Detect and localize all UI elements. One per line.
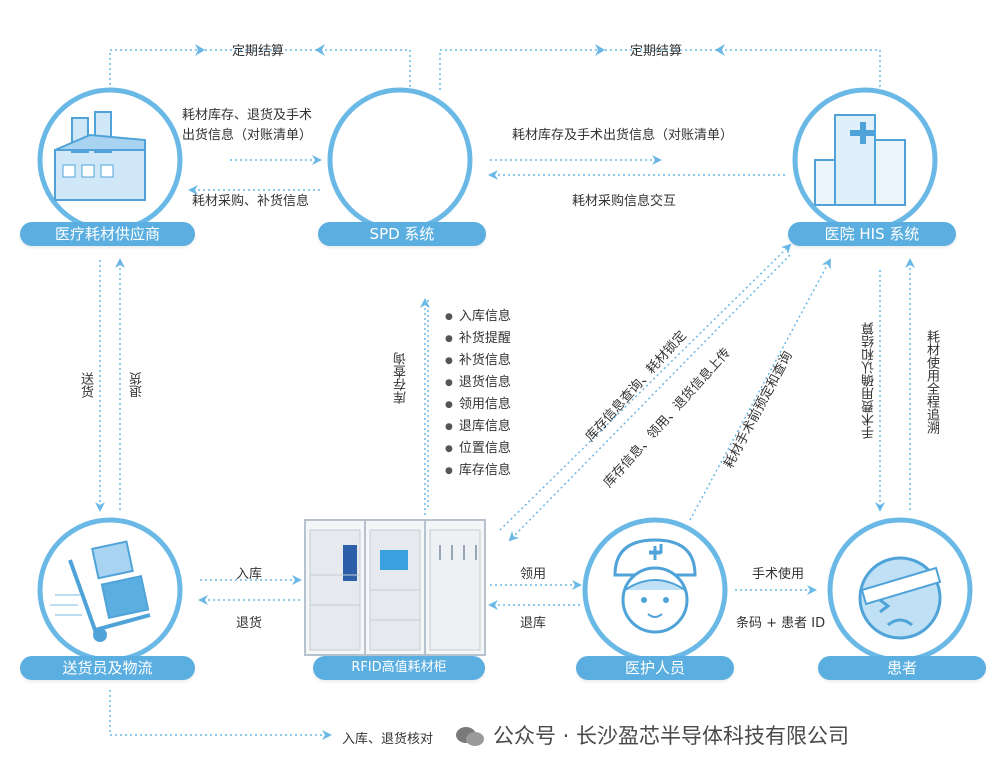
logistics-label: 送货员及物流 <box>20 656 195 680</box>
barcode-patient-text: 条码 + 患者 ID <box>736 616 826 631</box>
inventory-query-text: 库存查询 <box>394 352 409 404</box>
his-label: 医院 HIS 系统 <box>788 222 956 246</box>
list-item: 退货信息 <box>445 372 511 394</box>
supplier-label: 医疗耗材供应商 <box>20 222 195 246</box>
spd-node <box>327 87 473 233</box>
stock-in-text: 入库 <box>236 567 263 582</box>
injured-face-icon <box>858 556 942 640</box>
deliver-text: 送货 <box>78 372 93 398</box>
return-goods-text: 退货 <box>130 372 145 398</box>
connectors <box>95 49 915 740</box>
loop-arrowheads <box>195 44 725 56</box>
supplier-node <box>37 87 183 233</box>
patient-his-record-text: 耗材使用全程追溯 <box>924 330 939 434</box>
wechat-icon <box>455 726 485 748</box>
list-item: 位置信息 <box>445 438 511 460</box>
supplier-spd-info-line2: 出货信息（对账清单） <box>182 128 313 143</box>
medical-staff-node <box>582 517 728 663</box>
patient-node <box>827 517 973 663</box>
take-text: 领用 <box>520 567 547 582</box>
his-node <box>792 87 938 233</box>
his-patient-confirm-text: 手术费用确认和结算 <box>862 322 877 439</box>
spd-supplier-purchase-text: 耗材采购、补货信息 <box>192 194 310 209</box>
spd-his-inventory-text: 耗材库存及手术出货信息（对账清单） <box>512 128 734 143</box>
hospital-icon <box>814 114 906 206</box>
logistics-node <box>37 517 183 663</box>
spd-label: SPD 系统 <box>318 222 486 246</box>
supplier-spd-info-line1: 耗材库存、退货及手术 <box>182 108 313 123</box>
watermark: 公众号 · 长沙盈芯半导体科技有限公司 <box>455 720 849 750</box>
cabinet-info-list: 入库信息 补货提醒 补货信息 退货信息 领用信息 退库信息 位置信息 库存信息 <box>445 306 511 482</box>
list-item: 退库信息 <box>445 416 511 438</box>
settle-right-line <box>439 49 881 90</box>
return-stock-text: 退库 <box>520 616 547 631</box>
rfid-cabinet-image <box>304 519 486 656</box>
his-spd-purchase-text: 耗材采购信息交互 <box>572 194 677 209</box>
settle-left-line <box>109 49 411 90</box>
surgery-use-text: 手术使用 <box>752 567 805 582</box>
hand-truck-icon <box>50 540 151 642</box>
factory-icon <box>54 111 146 201</box>
list-item: 补货信息 <box>445 350 511 372</box>
nurse-icon <box>613 538 697 634</box>
cabinet-label: RFID高值耗材柜 <box>313 656 485 680</box>
watermark-text: 公众号 · 长沙盈芯半导体科技有限公司 <box>493 724 850 748</box>
list-item: 入库信息 <box>445 306 511 328</box>
settle-left-text: 定期结算 <box>232 44 285 59</box>
verify-text: 入库、退货核对 <box>342 732 434 747</box>
list-item: 补货提醒 <box>445 328 511 350</box>
list-item: 领用信息 <box>445 394 511 416</box>
list-item: 库存信息 <box>445 460 511 482</box>
settle-right-text: 定期结算 <box>630 44 683 59</box>
patient-label: 患者 <box>818 656 986 680</box>
stock-return-text: 退货 <box>236 616 263 631</box>
medical-staff-label: 医护人员 <box>576 656 734 680</box>
